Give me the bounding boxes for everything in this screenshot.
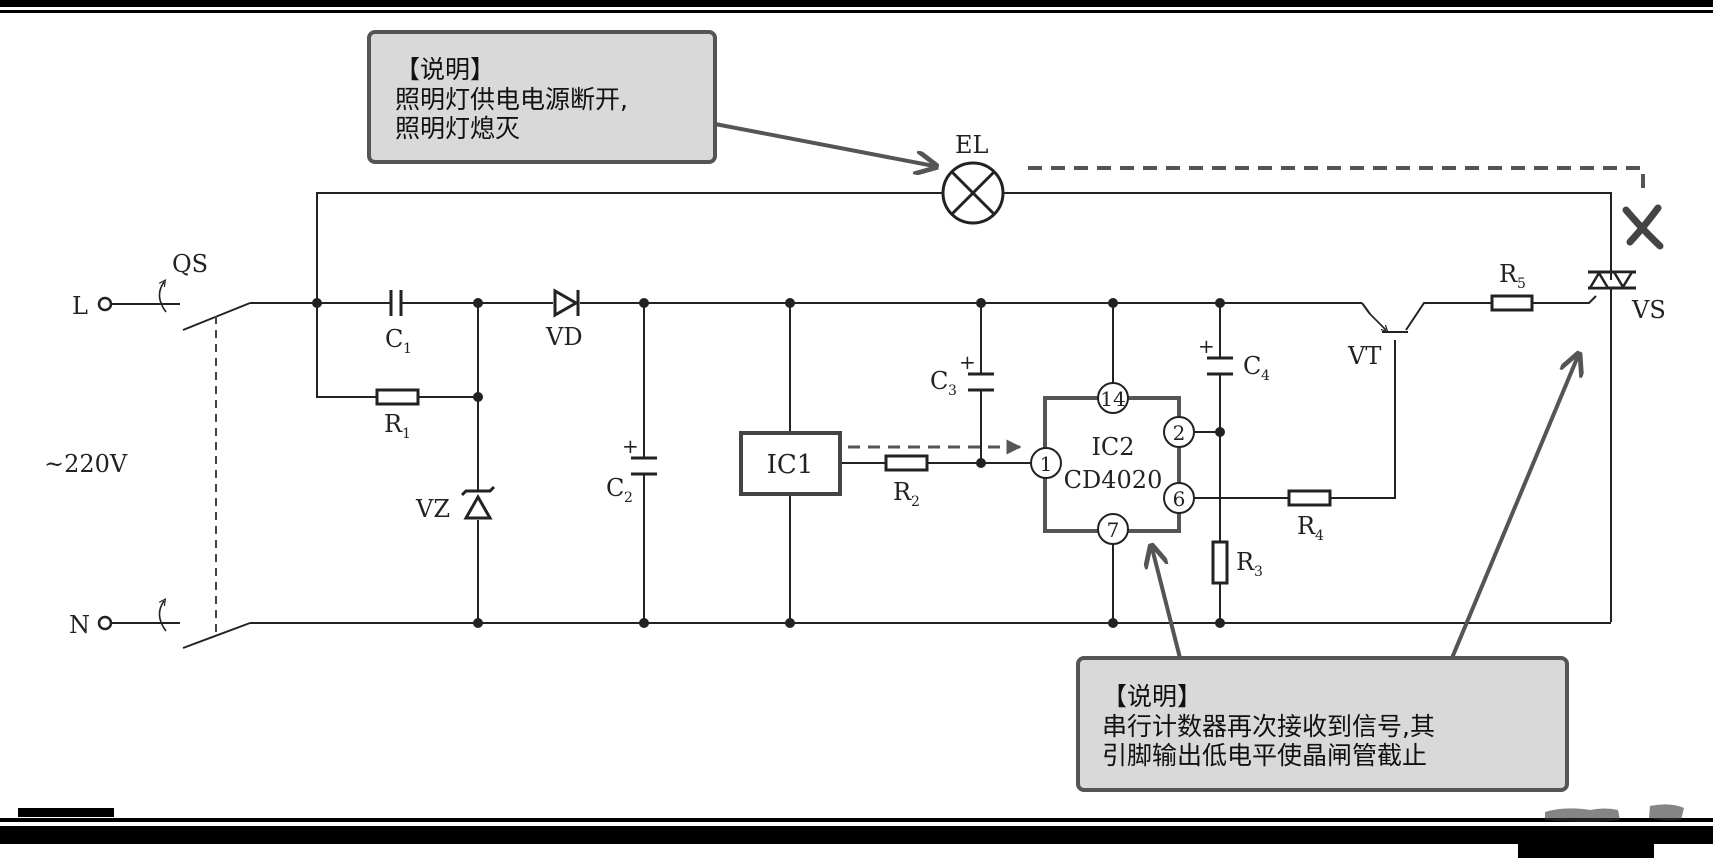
note-top-line-1: 照明灯供电电源断开,: [395, 85, 628, 114]
resistor-r5: R 5: [1490, 260, 1534, 312]
triac-vs: VS: [1587, 270, 1666, 324]
resistor-r2: R 2: [884, 454, 929, 510]
ic2-pin-1: 1: [1030, 447, 1062, 479]
c4-polarity: +: [1198, 334, 1215, 358]
r1-label: R: [384, 410, 403, 438]
note-top-line-2: 照明灯熄灭: [395, 114, 520, 143]
c3-label: C: [930, 367, 948, 395]
resistor-r1: R 1: [375, 388, 420, 442]
r4-subscript: 4: [1315, 528, 1324, 544]
vd-label: VD: [545, 323, 583, 351]
pin-7-label: 7: [1107, 518, 1120, 542]
c4-label: C: [1243, 352, 1261, 380]
switch-arrow-icon: [158, 601, 167, 632]
terminal-n-label: N: [69, 611, 90, 639]
zener-vz: VZ: [415, 485, 496, 523]
switch-blade-n: [182, 622, 251, 649]
pin-1-label: 1: [1040, 452, 1053, 476]
capacitor-c1: C 1: [385, 290, 412, 357]
r3-label: R: [1236, 548, 1255, 576]
r1-subscript: 1: [402, 426, 411, 442]
terminal-l-label: L: [72, 292, 88, 320]
resistor-r3: R 3: [1211, 540, 1263, 585]
capacitor-c3: + C 3: [930, 350, 994, 399]
switch-qs-label: QS: [172, 250, 208, 278]
wiring: [112, 192, 1612, 624]
note-bottom-line-2: 引脚输出低电平使晶闸管截止: [1102, 741, 1427, 770]
c2-subscript: 2: [624, 490, 633, 506]
ic1-block: IC1: [739, 431, 842, 496]
cut-off-x-icon: [1622, 204, 1664, 250]
r5-label: R: [1499, 260, 1518, 288]
c2-label: C: [606, 474, 624, 502]
note-bottom: 【说明】 串行计数器再次接收到信号,其 引脚输出低电平使晶闸管截止: [1076, 356, 1578, 792]
r2-label: R: [893, 478, 912, 506]
ic1-label: IC1: [767, 450, 814, 480]
c1-subscript: 1: [403, 341, 412, 357]
vs-label: VS: [1631, 296, 1666, 324]
terminal-l: [97, 296, 113, 312]
control-link-dashed: [1028, 166, 1645, 192]
c3-polarity: +: [959, 350, 976, 374]
capacitor-c2: + C 2: [606, 434, 657, 506]
ic2-pin-6: 6: [1163, 482, 1195, 514]
ic2-pin-7: 7: [1097, 513, 1129, 545]
capacitor-c4: + C 4: [1198, 334, 1270, 384]
ic2-pin-14: 14: [1097, 382, 1129, 414]
note-top-arrow-icon: [714, 122, 934, 166]
pin-6-label: 6: [1173, 487, 1186, 511]
lamp-el: EL: [941, 131, 1005, 225]
note-top-heading: 【说明】: [395, 55, 495, 84]
note-bottom-line-1: 串行计数器再次接收到信号,其: [1102, 712, 1435, 741]
pin-2-label: 2: [1173, 421, 1186, 445]
diode-vd: VD: [545, 288, 583, 351]
r4-label: R: [1297, 512, 1316, 540]
el-label: EL: [955, 131, 989, 159]
r2-subscript: 2: [911, 494, 920, 510]
ic2-part-label: CD4020: [1064, 466, 1163, 494]
r5-subscript: 5: [1517, 276, 1526, 292]
r3-subscript: 3: [1254, 564, 1263, 580]
c3-subscript: 3: [948, 383, 957, 399]
ic2-label: IC2: [1091, 433, 1134, 461]
c4-subscript: 4: [1261, 368, 1270, 384]
vt-label: VT: [1347, 342, 1381, 370]
note-bottom-heading: 【说明】: [1102, 682, 1202, 711]
resistor-r4: R 4: [1287, 489, 1332, 544]
vz-label: VZ: [415, 495, 450, 523]
c2-polarity: +: [622, 434, 639, 458]
ic2-pin-2: 2: [1163, 416, 1195, 448]
supply-voltage-label: ~220V: [44, 450, 128, 478]
ic2-block: IC2 CD4020 14 2 1 6 7: [1030, 382, 1195, 545]
note-bottom-arrow-icon: [1450, 356, 1578, 659]
c1-label: C: [385, 325, 403, 353]
power-input: L N ~220V QS: [44, 250, 251, 649]
junction-dots: [312, 298, 1225, 628]
switch-arrow-icon: [158, 282, 167, 313]
note-bottom-arrow-icon: [1152, 548, 1182, 659]
terminal-n: [97, 615, 113, 631]
pin-14-label: 14: [1100, 387, 1125, 411]
note-top: 【说明】 照明灯供电电源断开, 照明灯熄灭: [367, 30, 934, 166]
